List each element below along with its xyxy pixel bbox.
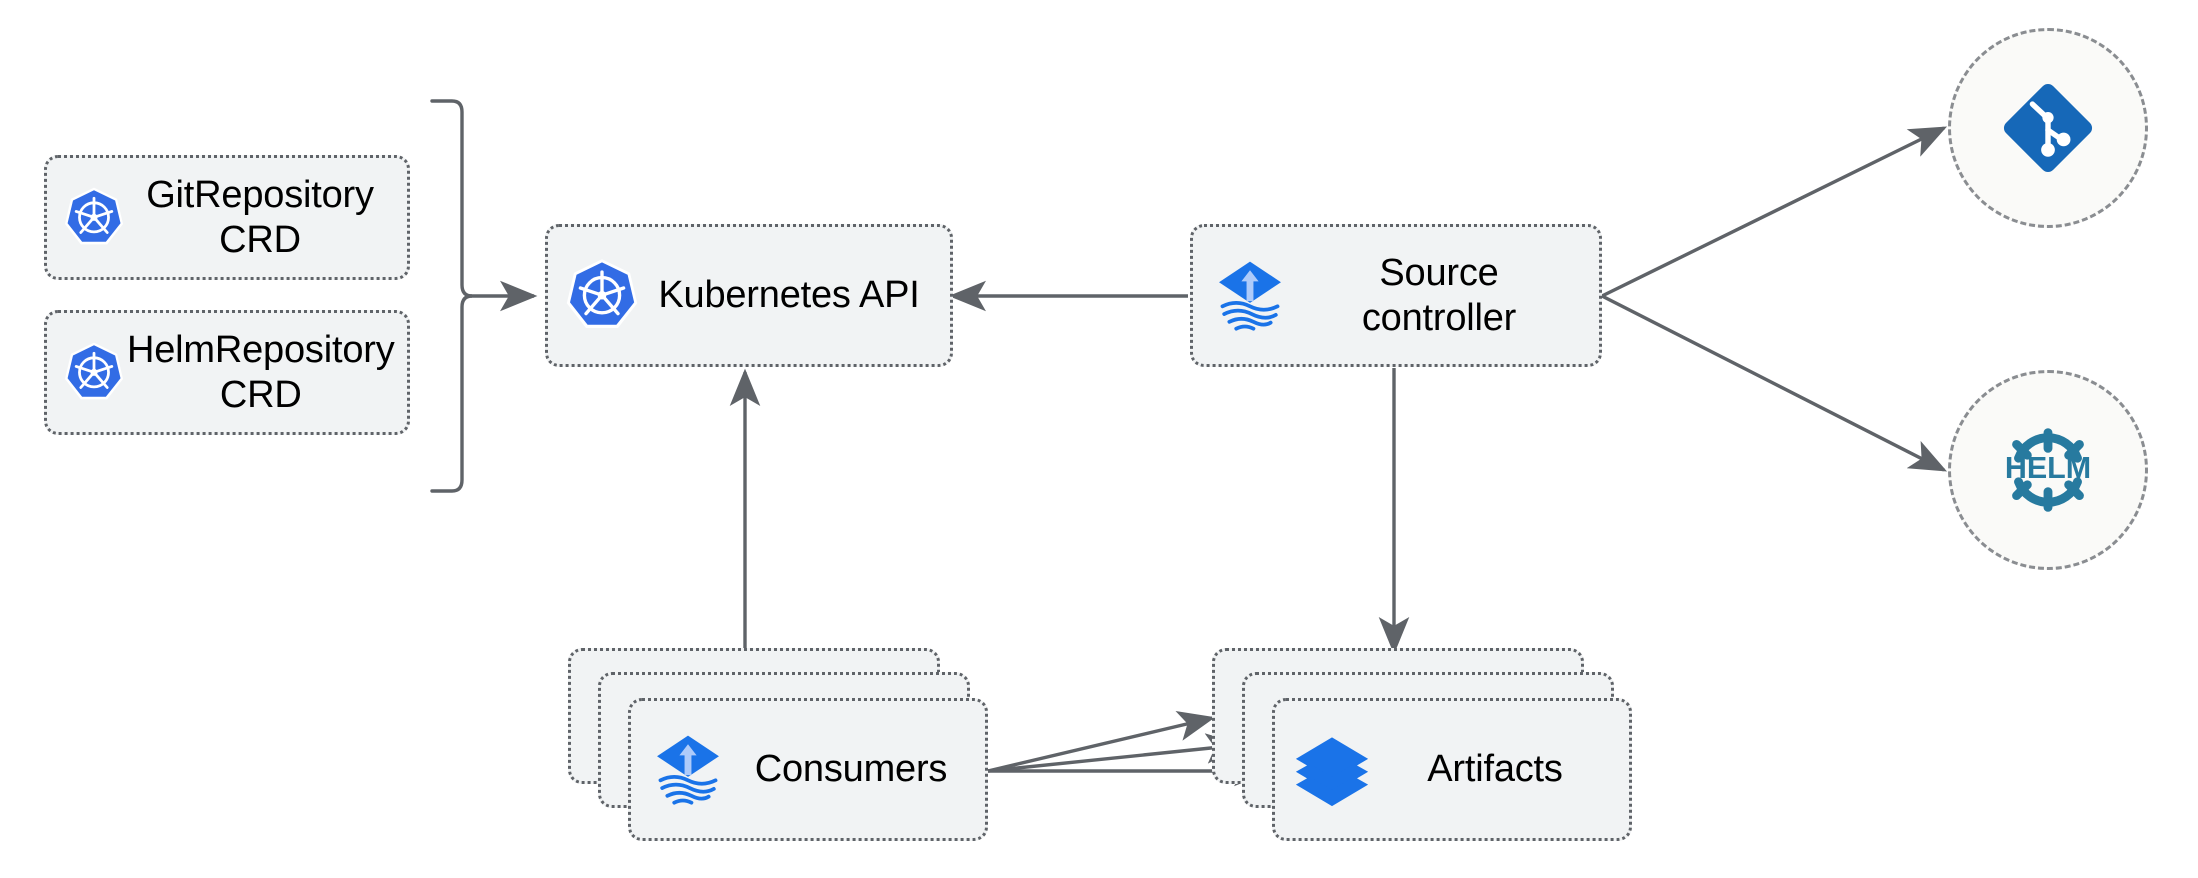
helm-wordmark: HELM xyxy=(2005,451,2091,485)
node-kubernetes-api[interactable]: Kubernetes API xyxy=(545,224,953,367)
node-helmrepository-crd[interactable]: HelmRepository CRD xyxy=(44,310,410,435)
node-label: Source controller xyxy=(1361,251,1517,339)
kubernetes-icon xyxy=(61,340,127,406)
git-icon xyxy=(1996,76,2100,180)
kubernetes-icon xyxy=(562,256,642,336)
external-git[interactable] xyxy=(1948,28,2148,228)
node-source-controller[interactable]: Source controller xyxy=(1190,224,1602,367)
flux-icon xyxy=(1207,253,1293,339)
node-label: Kubernetes API xyxy=(658,274,920,317)
external-helm[interactable]: HELM xyxy=(1948,370,2148,570)
helm-icon: HELM xyxy=(1989,411,2107,529)
node-gitrepository-crd[interactable]: GitRepository CRD xyxy=(44,155,410,280)
node-label: Artifacts xyxy=(1427,748,1563,791)
kubernetes-icon xyxy=(61,185,127,251)
node-label: GitRepository CRD xyxy=(146,173,374,261)
node-consumers[interactable]: Consumers xyxy=(628,698,988,841)
node-label: Consumers xyxy=(754,748,948,791)
flux-icon xyxy=(645,727,731,813)
node-artifacts[interactable]: Artifacts xyxy=(1272,698,1632,841)
node-label: HelmRepository CRD xyxy=(127,328,395,416)
layers-icon xyxy=(1289,727,1375,813)
